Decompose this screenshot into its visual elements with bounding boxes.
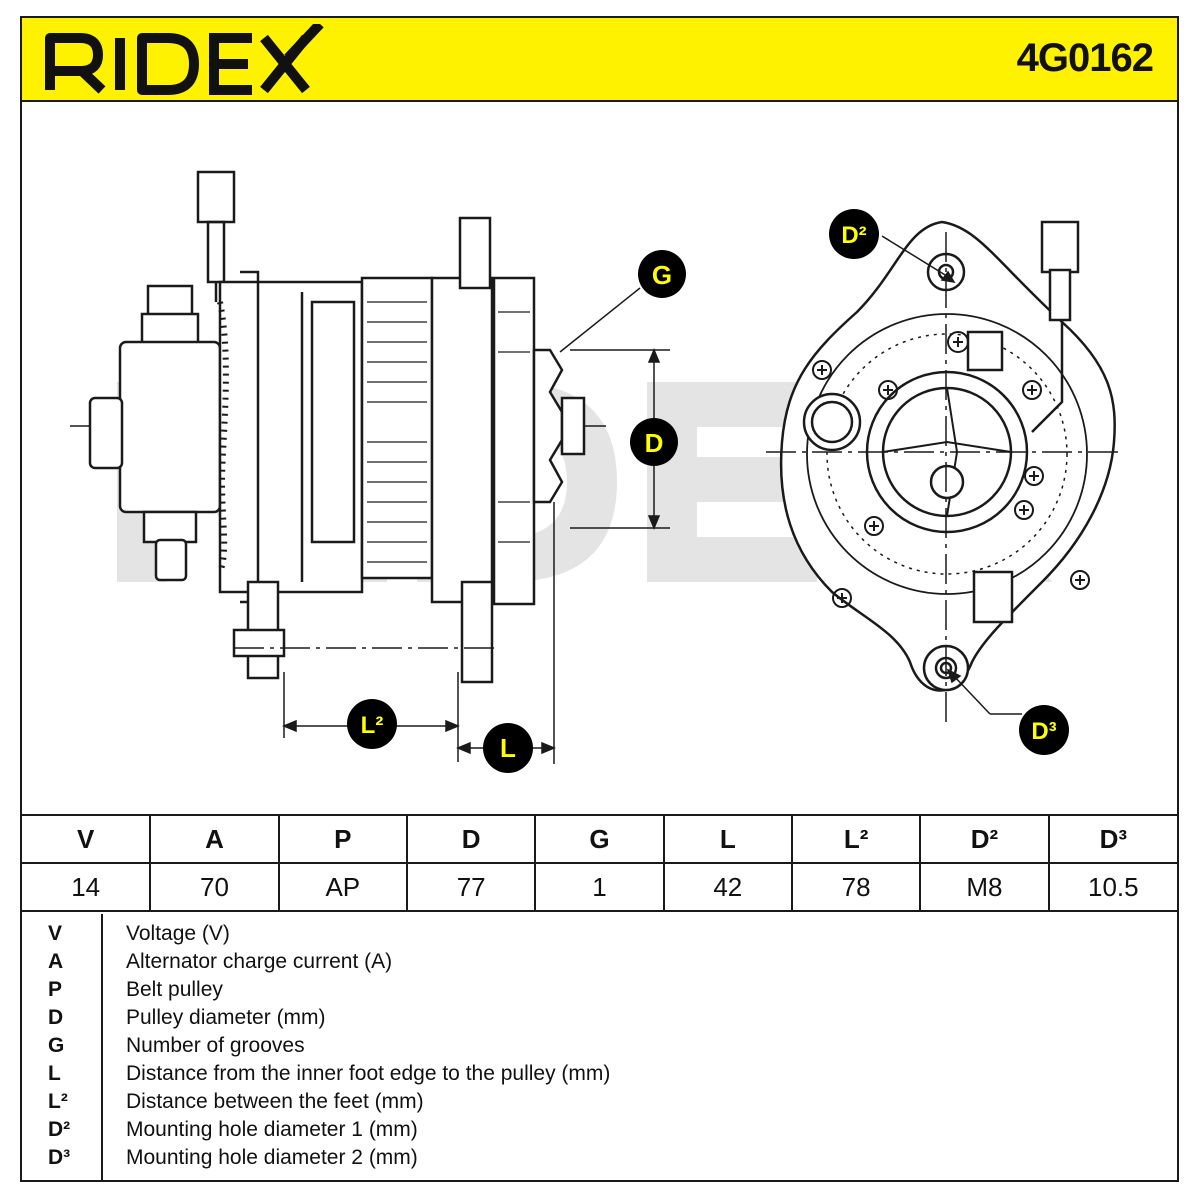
spec-table-value-row: 14 70 AP 77 1 42 78 M8 10.5: [22, 862, 1177, 912]
legend-code: D: [48, 1006, 64, 1029]
callout-D: D: [630, 418, 678, 466]
callout-G: G: [638, 250, 686, 298]
spec-header: D³: [1047, 814, 1177, 864]
alternator-rear-view: [766, 220, 1122, 722]
svg-text:D²: D²: [841, 222, 866, 249]
svg-text:G: G: [652, 260, 672, 290]
legend-code: D³: [48, 1146, 71, 1169]
legend-text: Voltage (V): [126, 922, 230, 945]
spec-value: 14: [22, 862, 152, 912]
spec-header: A: [149, 814, 280, 864]
callout-L: L: [483, 723, 533, 773]
spec-header: V: [22, 814, 152, 864]
legend-code: V: [48, 922, 63, 945]
legend-text: Mounting hole diameter 1 (mm): [126, 1118, 418, 1141]
legend-text: Alternator charge current (A): [126, 950, 393, 973]
spec-value: 78: [790, 862, 922, 912]
legend-divider: [101, 914, 103, 1180]
spec-header: L: [662, 814, 793, 864]
legend-code: P: [48, 978, 63, 1001]
spec-value: 77: [405, 862, 537, 912]
legend-code: A: [48, 950, 64, 973]
svg-text:D: D: [645, 428, 664, 458]
legend: V Voltage (V) A Alternator charge curren…: [22, 914, 1177, 1180]
spec-value: M8: [919, 862, 1050, 912]
legend-text: Belt pulley: [126, 978, 223, 1001]
spec-table-header-row: V A P D G L L² D² D³: [22, 814, 1177, 864]
spec-table: V A P D G L L² D² D³ 14 70 AP 77 1 42 78…: [22, 814, 1177, 912]
legend-row: V Voltage (V): [22, 922, 1177, 950]
callout-D2: D²: [829, 209, 879, 259]
spec-header: D: [405, 814, 537, 864]
legend-row: D² Mounting hole diameter 1 (mm): [22, 1118, 1177, 1146]
legend-text: Pulley diameter (mm): [126, 1006, 326, 1029]
legend-text: Number of grooves: [126, 1034, 305, 1057]
legend-code: D²: [48, 1118, 71, 1141]
alternator-side-view: [70, 170, 612, 684]
legend-row: G Number of grooves: [22, 1034, 1177, 1062]
legend-text: Distance between the feet (mm): [126, 1090, 424, 1113]
brand-logo: [45, 24, 324, 95]
callout-L2: L²: [347, 699, 397, 749]
legend-code: L: [48, 1062, 61, 1085]
spec-value: AP: [277, 862, 408, 912]
spec-value: 10.5: [1047, 862, 1177, 912]
side-view-dimensions: [282, 287, 670, 764]
part-number: 4G0162: [1016, 36, 1154, 80]
spec-value: 70: [149, 862, 280, 912]
legend-row: D³ Mounting hole diameter 2 (mm): [22, 1146, 1177, 1174]
alternator-technical-drawing: G D L² L D² D³: [70, 170, 1122, 773]
legend-code: L²: [48, 1090, 68, 1113]
spec-header: L²: [790, 814, 922, 864]
spec-value: 42: [662, 862, 793, 912]
svg-text:L²: L²: [361, 712, 384, 739]
spec-value: 1: [534, 862, 665, 912]
spec-header: P: [277, 814, 408, 864]
legend-row: P Belt pulley: [22, 978, 1177, 1006]
legend-row: D Pulley diameter (mm): [22, 1006, 1177, 1034]
legend-row: A Alternator charge current (A): [22, 950, 1177, 978]
rear-view-dimensions: [881, 235, 1022, 715]
spec-header: G: [534, 814, 665, 864]
callout-D3: D³: [1019, 705, 1069, 755]
legend-row: L² Distance between the feet (mm): [22, 1090, 1177, 1118]
legend-code: G: [48, 1034, 65, 1057]
svg-text:L: L: [500, 733, 516, 763]
header-bar: 4G0162: [22, 18, 1177, 102]
legend-text: Mounting hole diameter 2 (mm): [126, 1146, 418, 1169]
svg-text:D³: D³: [1031, 718, 1056, 745]
legend-row: L Distance from the inner foot edge to t…: [22, 1062, 1177, 1090]
product-sheet: 4G0162: [20, 16, 1179, 1182]
legend-text: Distance from the inner foot edge to the…: [126, 1062, 611, 1085]
spec-header: D²: [919, 814, 1050, 864]
